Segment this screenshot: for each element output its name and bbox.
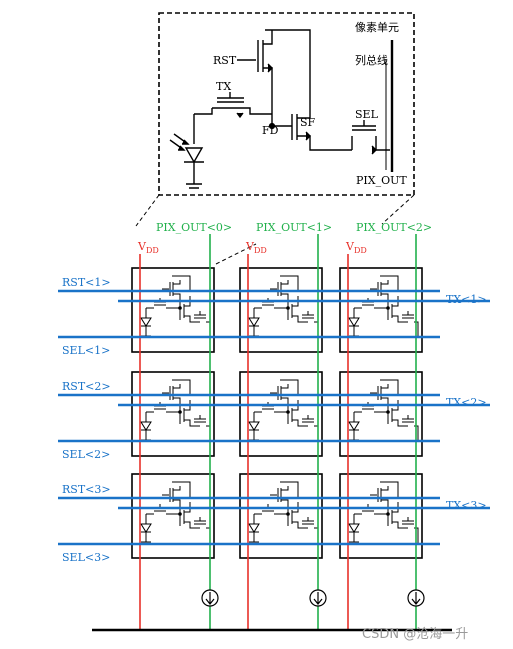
photodiode-icon [169,114,204,189]
pixel-cell-r1c0 [131,267,215,353]
pixel-cell-r3c1 [239,473,323,559]
pix-out-label: PIX_OUT [356,174,407,187]
sel-label: SEL [355,108,379,121]
column-bus-label: 列总线 [355,53,388,67]
pixel-cell-r2c1 [239,371,323,457]
rst-label-3: RST<3> [62,483,111,496]
pixel-cell-r1c2 [339,267,423,353]
reset-transistor [237,29,311,106]
tx-label-2: TX<2> [446,396,487,409]
sf-label: SF [300,116,316,129]
transfer-transistor [194,92,272,119]
column-labels: VDD VDD VDD PIX_OUT<0> PIX_OUT<1> PIX_OU… [137,221,432,255]
fd-label: FD [262,124,279,137]
callout-pointer [215,243,257,265]
pixel-cell-r2c2 [339,371,423,457]
detail-frame [158,12,415,196]
pix-out-label-0: PIX_OUT<0> [156,221,232,234]
vdd-label-0: VDD [137,240,159,255]
pix-out-label-1: PIX_OUT<1> [256,221,332,234]
pixel-cell-r3c2 [339,473,423,559]
vdd-label-1: VDD [245,240,267,255]
row-buses [58,289,490,546]
sel-label-2: SEL<2> [62,448,110,461]
source-follower [268,92,352,151]
pix-out-label-2: PIX_OUT<2> [356,221,432,234]
rst-label-2: RST<2> [62,380,111,393]
pixel-cell-r1c1 [239,267,323,353]
pixel-array: VDD VDD VDD PIX_OUT<0> PIX_OUT<1> PIX_OU… [58,221,490,632]
sel-label-1: SEL<1> [62,344,110,357]
watermark: CSDN @沧海一升 [362,626,468,642]
tx-label-1: TX<1> [446,293,487,306]
select-transistor [351,120,390,155]
pixel-cell-r2c0 [131,371,215,457]
pixel-cell-r3c0 [131,473,215,559]
sel-label-3: SEL<3> [62,551,110,564]
pixel-detail-panel: 像素单元 列总线 RST TX FD SF SEL PIX_OUT [158,12,415,196]
row-labels: RST<1> TX<1> SEL<1> RST<2> TX<2> SEL<2> … [62,276,487,564]
rst-label: RST [213,54,237,67]
current-sources [201,589,425,607]
pix-out-lines [209,234,417,630]
tx-label: TX [216,80,231,93]
vdd-label-2: VDD [345,240,367,255]
pixel-cells [131,267,423,559]
pixel-unit-title: 像素单元 [355,21,399,34]
tx-label-3: TX<3> [446,499,487,512]
callout-lines [135,194,415,227]
rst-label-1: RST<1> [62,276,111,289]
